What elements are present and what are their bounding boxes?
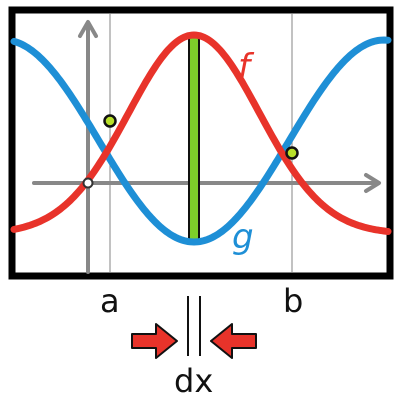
right-arrow	[210, 323, 257, 359]
dx-strip	[188, 34, 200, 244]
diagram-frame	[8, 6, 394, 280]
curve-g	[10, 36, 392, 246]
label-a: a	[100, 282, 120, 320]
left-arrow	[131, 323, 178, 359]
left-intersection	[103, 114, 117, 128]
right-intersection	[285, 146, 299, 160]
label-g: g	[232, 217, 254, 257]
label-dx: dx	[174, 362, 213, 400]
origin-point	[82, 177, 94, 189]
label-b: b	[283, 282, 303, 320]
x-axis-arrowhead	[364, 173, 381, 193]
curve-f	[10, 31, 392, 235]
y-axis-arrowhead	[78, 20, 98, 38]
